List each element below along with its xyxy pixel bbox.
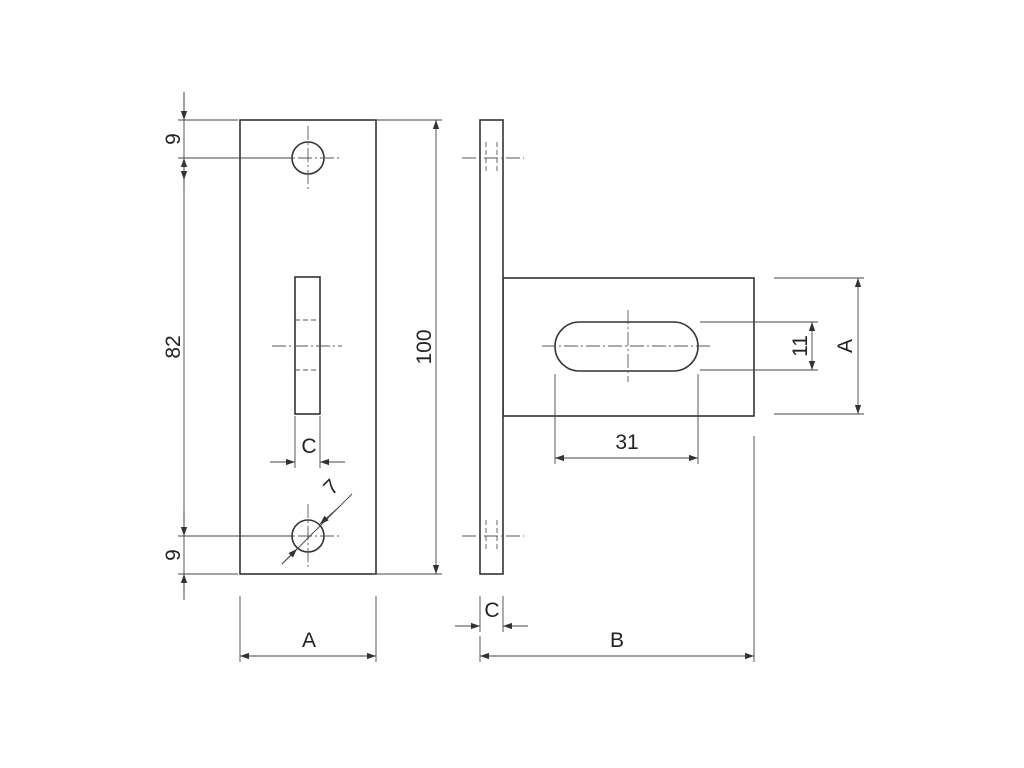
side-view: C B 31 11 A bbox=[455, 119, 864, 662]
side-plate bbox=[479, 119, 504, 575]
arm-slot bbox=[554, 321, 699, 372]
dim-bottom-edge-label: 9 bbox=[162, 549, 185, 561]
dim-length-label: B bbox=[610, 629, 624, 652]
dim-thickness-label: C bbox=[484, 599, 499, 622]
arrow-hole-diameter-bottom bbox=[281, 548, 298, 565]
dim-top-edge-label: 9 bbox=[162, 133, 185, 145]
arrow-hole-diameter-top bbox=[319, 505, 341, 525]
dim-height-label: 100 bbox=[413, 329, 436, 364]
dim-slot-width-label: C bbox=[301, 435, 316, 458]
front-view: 9 82 9 100 C 7 A bbox=[162, 92, 442, 662]
dim-slot-length-label: 31 bbox=[615, 431, 638, 454]
dim-width-label: A bbox=[302, 629, 316, 652]
dim-arm-height-label: A bbox=[834, 339, 857, 353]
dim-hole-spacing-label: 82 bbox=[162, 335, 185, 358]
dim-slot-height-label: 11 bbox=[789, 335, 812, 357]
front-slot bbox=[294, 276, 321, 415]
